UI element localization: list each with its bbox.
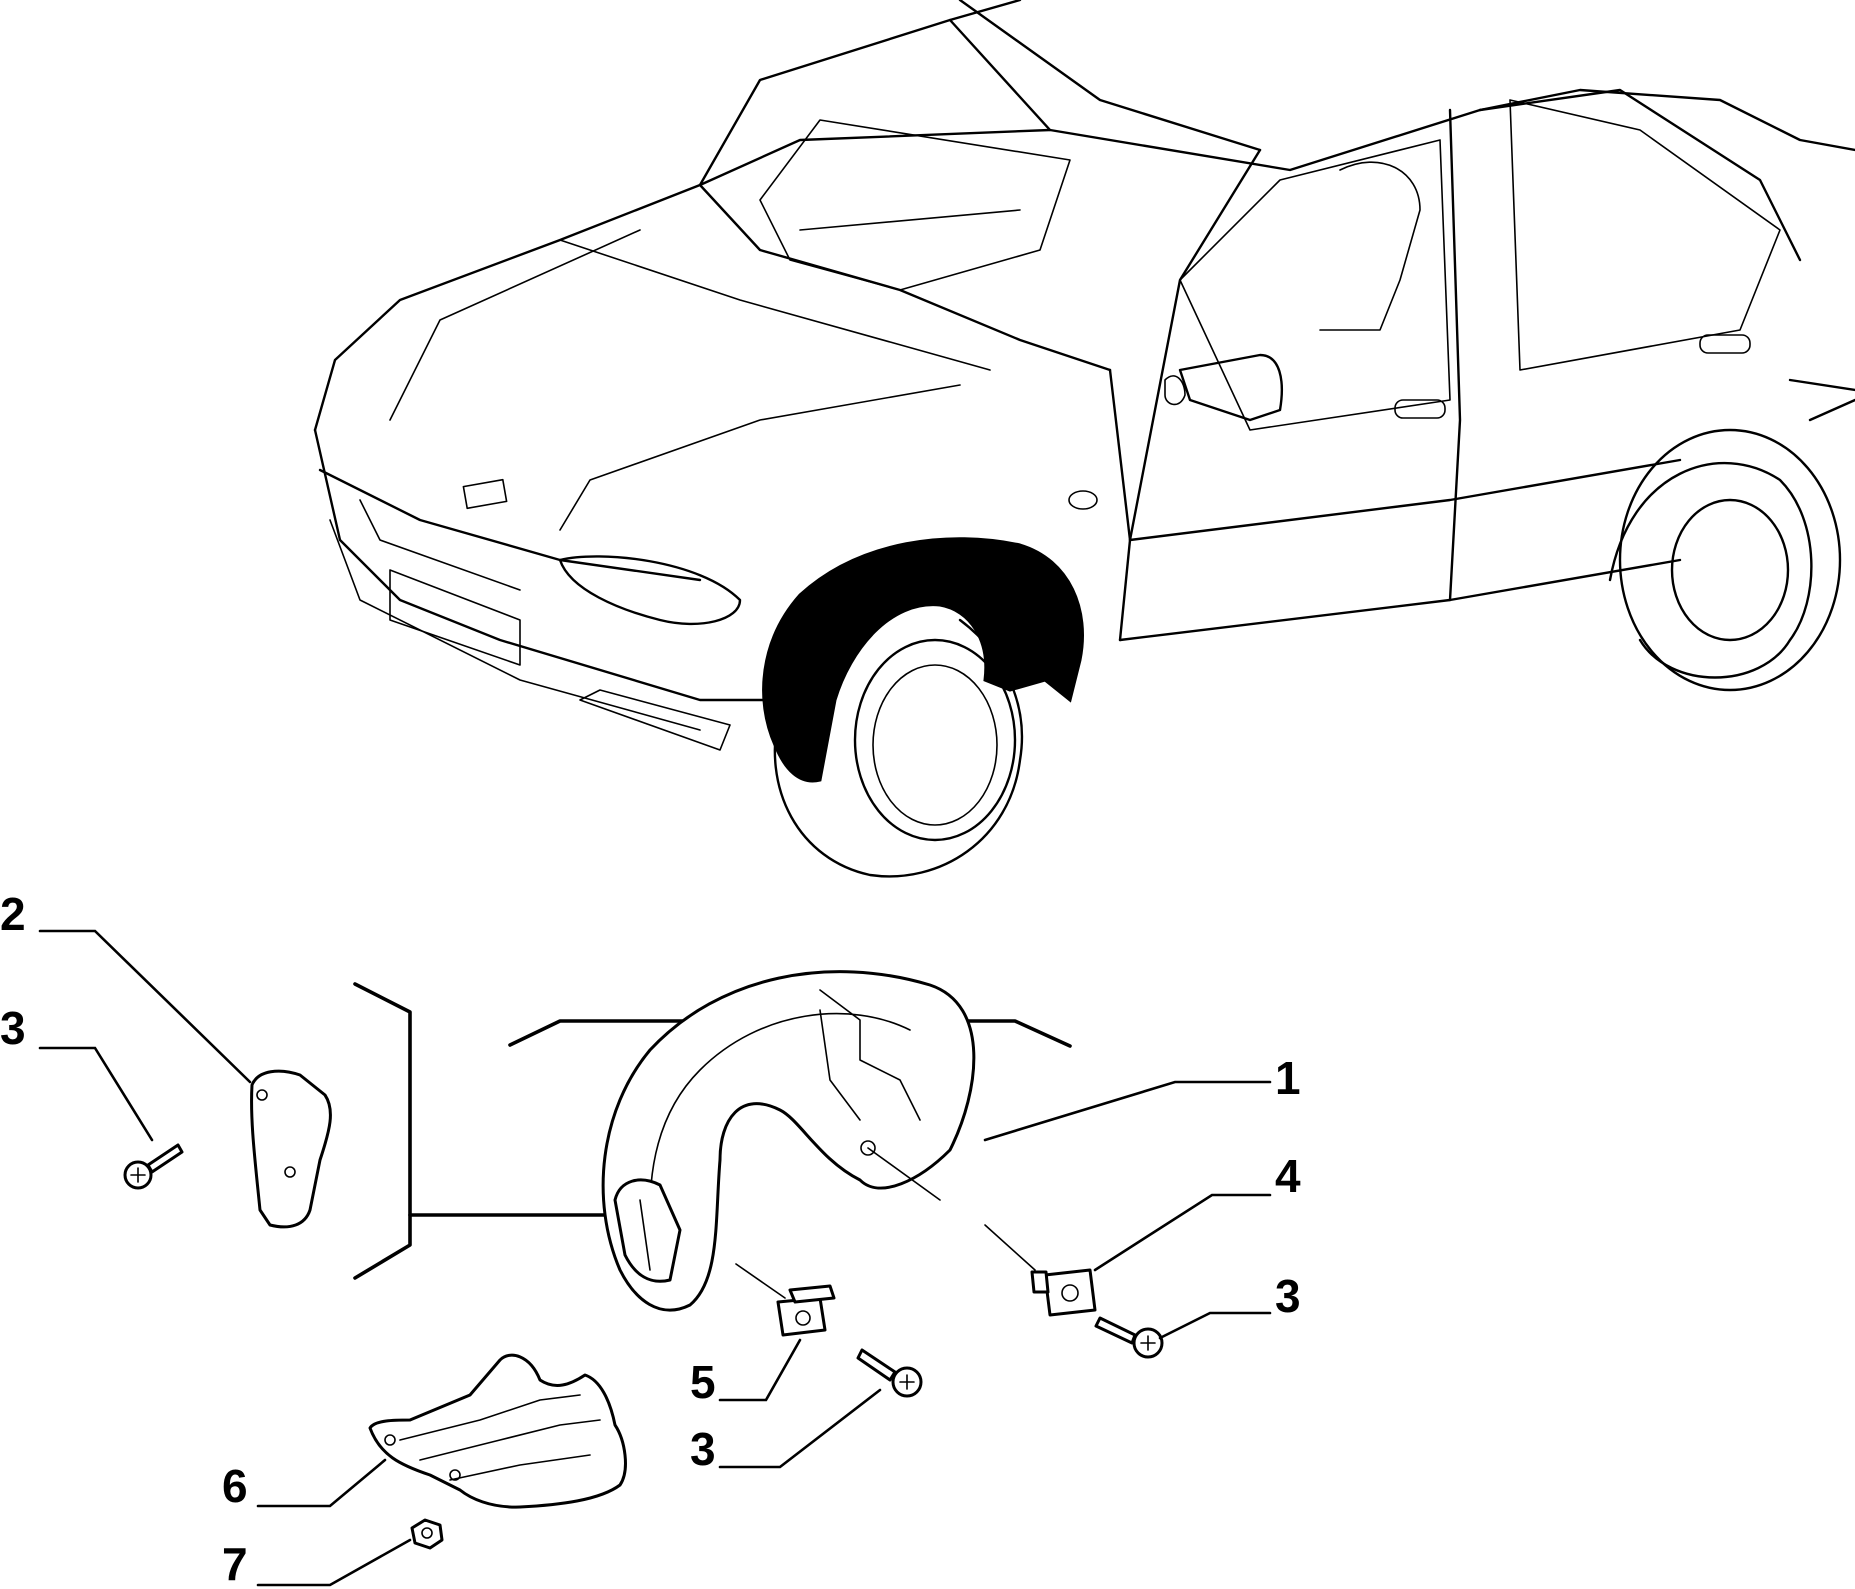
callout-labels: 1 2 3 4 3 5 3 6 7 — [0, 888, 1301, 1589]
part-4-clip — [1030, 1268, 1097, 1317]
callout-5: 5 — [690, 1356, 716, 1408]
part-5-nut-clip — [776, 1284, 836, 1337]
car-illustration — [313, 0, 1855, 878]
callout-1: 1 — [1275, 1052, 1301, 1104]
callout-3-bottom: 3 — [690, 1423, 716, 1475]
wheel-arch-liner-highlight — [762, 537, 1084, 783]
part-7-nut — [410, 1518, 444, 1550]
callout-4: 4 — [1275, 1150, 1301, 1202]
callout-3-left: 3 — [0, 1002, 26, 1054]
part-3-screw-c — [1094, 1316, 1164, 1359]
callout-3-right: 3 — [1275, 1270, 1301, 1322]
part-3-screw-b — [856, 1348, 923, 1398]
part-3-screw-a — [123, 1143, 184, 1190]
leader-lines — [38, 929, 1272, 1587]
part-1-wheel-arch-liner — [601, 970, 976, 1312]
part-2-plate — [250, 1069, 332, 1229]
part-6-shield — [368, 1353, 627, 1509]
callout-6: 6 — [222, 1460, 248, 1512]
callout-7: 7 — [222, 1538, 248, 1589]
callout-2: 2 — [0, 888, 26, 940]
